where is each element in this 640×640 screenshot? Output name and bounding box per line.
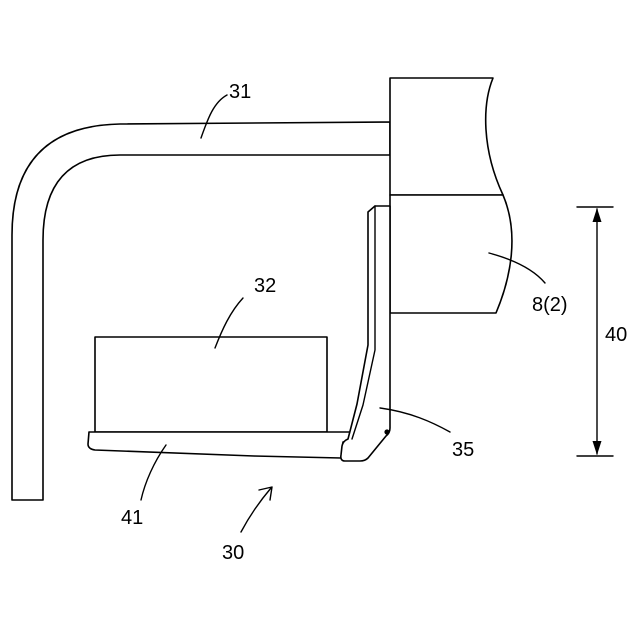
tray-41 bbox=[88, 432, 352, 458]
box-32 bbox=[95, 337, 327, 432]
label-31: 31 bbox=[229, 81, 251, 103]
label-32: 32 bbox=[254, 275, 276, 297]
assembly-arrow-shaft bbox=[241, 488, 271, 532]
bracket-fastener-dot bbox=[384, 429, 389, 434]
dimension-arrowhead-bottom bbox=[593, 441, 602, 455]
bracket-35 bbox=[341, 206, 390, 461]
label-30: 30 bbox=[222, 542, 244, 564]
label-40: 40 bbox=[605, 324, 627, 346]
label-8-2: 8(2) bbox=[532, 294, 568, 316]
dimension-arrowhead-top bbox=[593, 208, 602, 222]
member-upper-block bbox=[390, 78, 503, 195]
label-41: 41 bbox=[121, 507, 143, 529]
label-35: 35 bbox=[452, 439, 474, 461]
